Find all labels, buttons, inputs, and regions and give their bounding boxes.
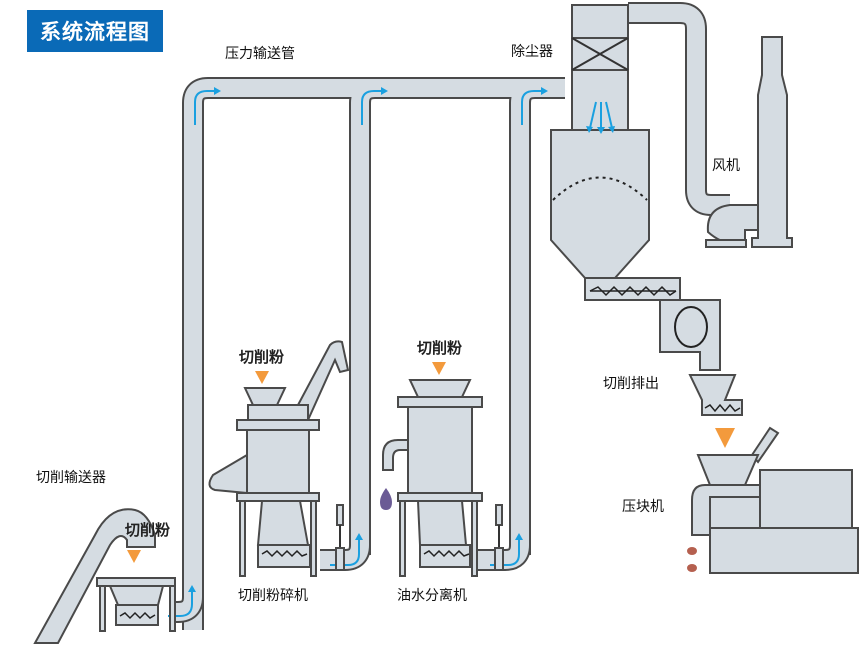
label-chip-discharge: 切削排出: [603, 376, 659, 392]
label-chip-conveyor: 切削输送器: [36, 470, 106, 486]
material-arrow-separator: [432, 362, 446, 375]
label-fan: 风机: [712, 158, 740, 174]
chip-crusher: [208, 340, 350, 577]
material-arrow-briquetter: [715, 428, 735, 448]
diagram-title: 系统流程图: [27, 10, 163, 52]
label-briquetting-machine: 压块机: [622, 499, 664, 515]
rotary-valve: [659, 299, 743, 416]
label-chip-crusher: 切削粉碎机: [238, 588, 308, 604]
label-chip-powder-conveyor: 切削粉: [125, 521, 171, 539]
material-arrow-crusher: [255, 371, 269, 384]
briquetting-machine: [687, 426, 859, 574]
oil-water-separator: [380, 379, 504, 577]
fan-and-stack: [705, 36, 793, 248]
label-oil-water-separator: 油水分离机: [397, 588, 467, 604]
pressure-pipe: [182, 77, 565, 630]
label-chip-powder-separator: 切削粉: [417, 339, 463, 357]
airflow-arrows: [168, 87, 548, 617]
dust-collector: [550, 2, 730, 301]
chip-conveyor: [33, 508, 176, 644]
material-arrow-conveyor: [127, 550, 141, 563]
label-chip-powder-crusher: 切削粉: [239, 348, 285, 366]
label-pressure-pipe: 压力输送管: [225, 46, 295, 62]
label-dust-collector: 除尘器: [511, 44, 553, 60]
